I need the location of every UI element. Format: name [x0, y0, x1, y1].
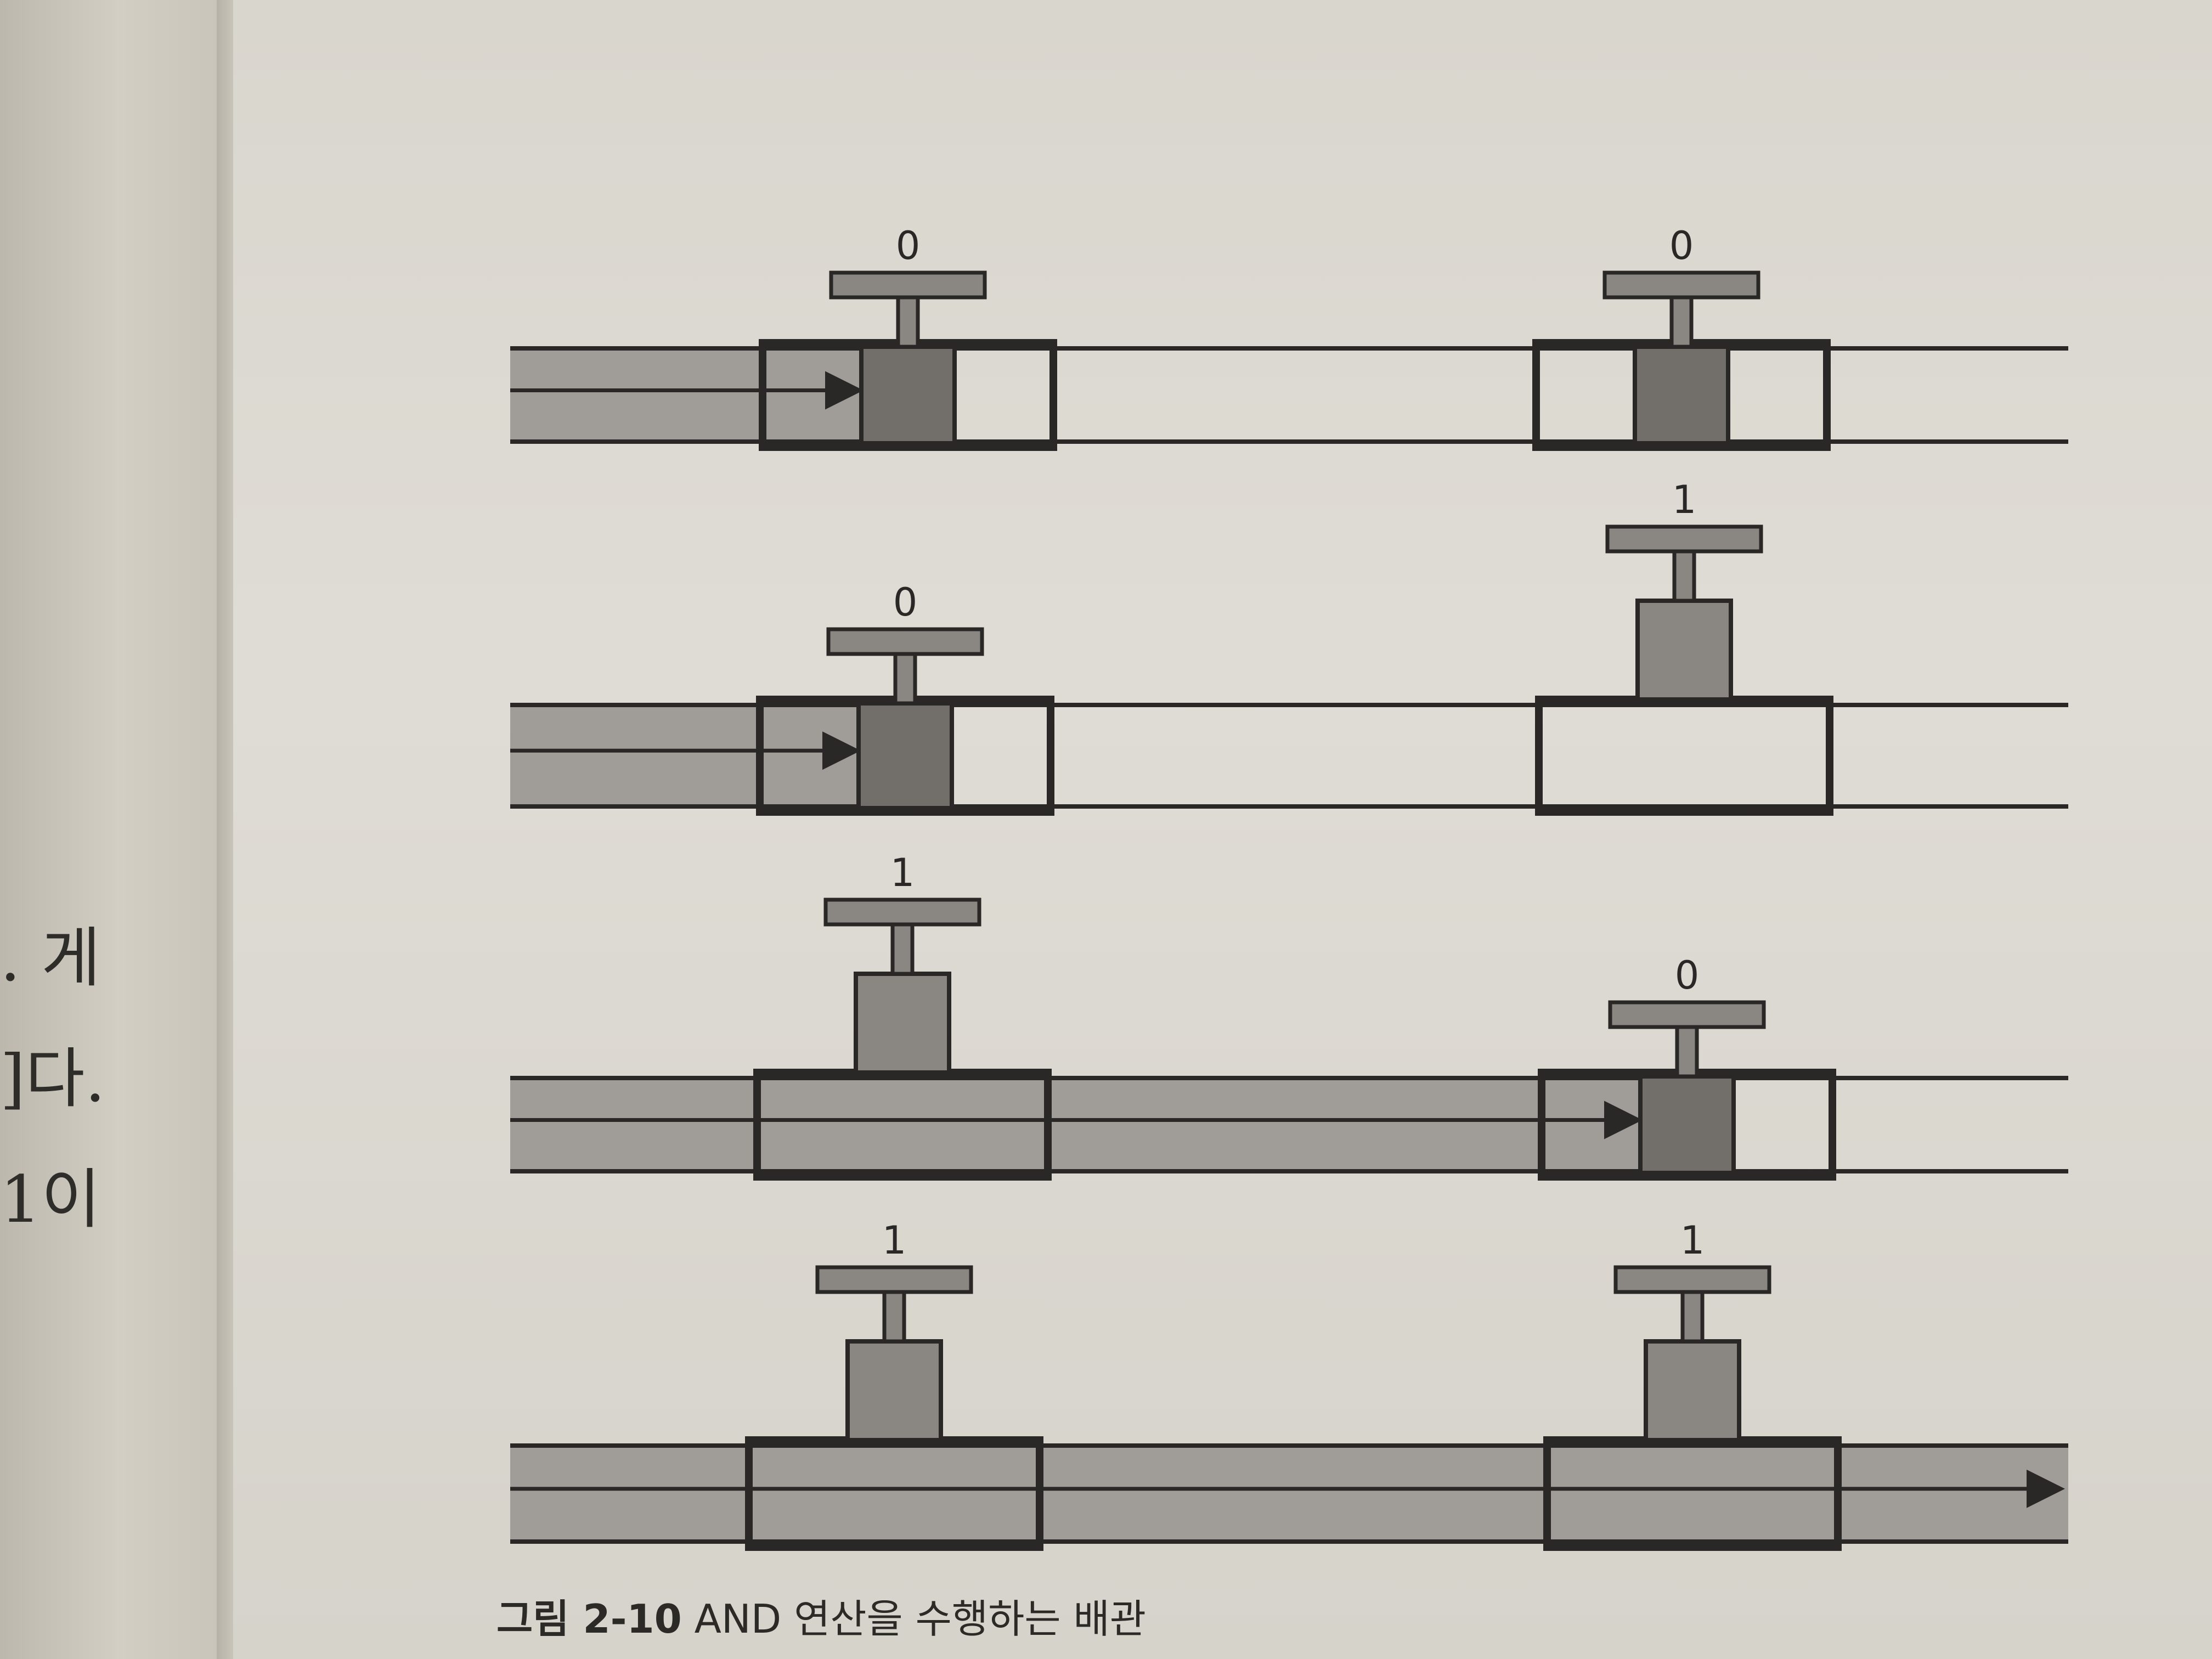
valve-stem: [896, 295, 920, 349]
valve-gate: [1635, 599, 1733, 702]
figure-number: 그림 2-10: [496, 1596, 682, 1642]
water-flow: [510, 1446, 2068, 1542]
valve-stem: [890, 922, 915, 976]
valve-stem: [893, 652, 917, 706]
valve-handle: [1608, 1000, 1766, 1029]
valve-handle: [1613, 1265, 1771, 1294]
valve-stem: [1675, 1025, 1699, 1079]
valve-handle: [823, 898, 981, 927]
valve-state-label: 1: [1680, 1218, 1705, 1263]
valve-handle: [1605, 524, 1763, 554]
valve-state-label: 0: [896, 223, 921, 268]
valve-gate: [1633, 345, 1730, 445]
figure-caption: 그림 2-10 AND 연산을 수행하는 배관: [496, 1587, 1146, 1644]
left-page: . 게 ]다. 1이: [0, 0, 217, 1659]
valve-gate: [854, 972, 951, 1075]
water-flow: [510, 705, 859, 806]
book-gutter: [217, 0, 233, 1659]
valve-handle: [826, 627, 984, 656]
valve-state-label: 1: [890, 850, 915, 895]
water-flow: [510, 1078, 1640, 1171]
valve-stem: [882, 1290, 906, 1344]
valve-handle: [829, 270, 987, 300]
valve-gate: [859, 345, 957, 445]
valve-stem: [1680, 1290, 1705, 1344]
valve-gate: [1638, 1074, 1736, 1175]
left-page-fragment: 1이: [0, 1161, 101, 1237]
valve-handle: [1602, 270, 1760, 300]
right-page: [233, 0, 2212, 1659]
valve-gate: [845, 1339, 943, 1442]
left-page-fragment: ]다.: [0, 1041, 106, 1116]
valve-state-label: 0: [893, 580, 918, 625]
valve-state-label: 0: [1669, 223, 1694, 268]
valve-gate: [856, 701, 954, 810]
left-page-fragment: . 게: [0, 920, 101, 996]
valve-handle: [815, 1265, 973, 1294]
valve-state-label: 0: [1675, 953, 1700, 998]
water-flow: [510, 348, 861, 442]
valve-stem: [1672, 549, 1696, 603]
valve-body: [1535, 696, 1833, 816]
figure-title: AND 연산을 수행하는 배관: [694, 1596, 1147, 1642]
valve-state-label: 1: [1672, 477, 1697, 522]
valve-gate: [1644, 1339, 1741, 1442]
valve-state-label: 1: [882, 1218, 907, 1263]
valve-stem: [1669, 295, 1694, 349]
